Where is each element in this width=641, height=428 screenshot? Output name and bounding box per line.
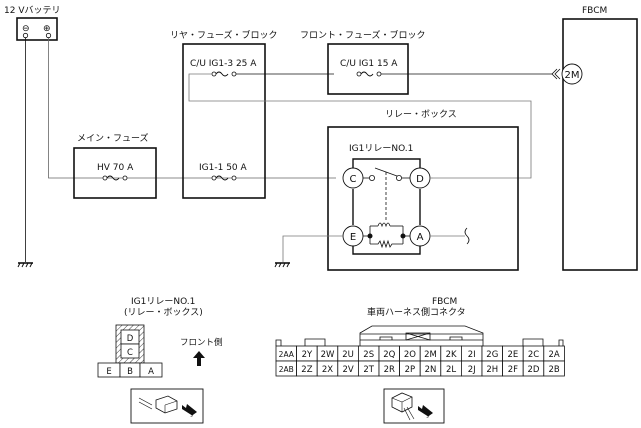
pin-a-label: A: [148, 367, 154, 377]
fbcm-pin-label: 2N: [425, 365, 437, 375]
relay-terminal-e-label: E: [350, 232, 356, 243]
fuse-icon: [356, 71, 382, 77]
pin-e-label: E: [106, 367, 111, 377]
fbcm-pin-label: 2V: [342, 365, 353, 375]
main-fuse-box: [73, 147, 157, 199]
relay-frame-bottom: [352, 246, 421, 255]
fbcm-pin-label: 2H: [486, 365, 498, 375]
relay-plug-icon: [138, 395, 197, 417]
relay-terminal-a-label: A: [417, 232, 424, 243]
fbcm-pin-label: 2Y: [302, 350, 313, 360]
fbcm-connector-housing: [275, 325, 564, 346]
front-fuse-block-title: フロント・フューズ・ブロック: [300, 29, 426, 41]
fbcm-pin-label: 2W: [321, 350, 335, 360]
fuse-icon: [211, 71, 237, 77]
rear-fuse-block-title: リヤ・フューズ・ブロック: [170, 29, 278, 41]
main-fuse-label: HV 70 A: [97, 163, 134, 173]
pin-a-cell: [139, 362, 163, 378]
pin-d-label: D: [127, 334, 134, 344]
fbcm-pin-label: 2L: [446, 365, 456, 375]
battery-pos-terminal: [45, 32, 52, 39]
battery-positive-icon: ⊕: [43, 24, 51, 34]
front-side-label: フロント側: [180, 337, 223, 348]
fbcm-view-title-2: 車両ハーネス側コネクタ: [367, 306, 466, 318]
switch-contact-right: [395, 174, 402, 181]
fbcm-pin-label: 2F: [508, 365, 518, 375]
fbcm-pin-label: 2X: [322, 365, 333, 375]
relay-terminal-c: [342, 167, 364, 189]
relay-view-title-1: IG1リレーNO.1: [131, 297, 195, 307]
fbcm-plug-icon: [391, 392, 433, 421]
fbcm-pin-label: 2S: [363, 350, 374, 360]
relay-box-title: リレー・ボックス: [385, 109, 457, 120]
battery-neg-terminal: [22, 32, 29, 39]
fbcm-pin-label: 2J: [468, 365, 476, 375]
fbcm-connector-illustration: [383, 388, 445, 424]
fbcm-terminal-circle: [561, 63, 583, 85]
fbcm-pin-cell: [543, 360, 565, 377]
fbcm-pin-label: 2R: [384, 365, 395, 375]
front-fuse-block-box: [327, 43, 409, 95]
fbcm-pin-label: 2Q: [383, 350, 395, 360]
relay-box: [327, 126, 519, 271]
fbcm-pin-label: 2E: [508, 350, 519, 360]
battery-label: 12 Vバッテリ: [4, 5, 60, 16]
relay-terminal-d-label: D: [416, 174, 424, 185]
fbcm-pin-label: 2P: [405, 365, 416, 375]
fbcm-terminal-label: 2M: [565, 70, 580, 81]
relay-name: IG1リレーNO.1: [349, 144, 413, 154]
relay-coil-icon: [369, 222, 404, 236]
ground-icon: [274, 262, 290, 268]
fbcm-pin-label: 2M: [424, 350, 437, 360]
fbcm-pin-label: 2K: [446, 350, 457, 360]
wire-relay-d-feed: [188, 73, 532, 179]
battery-negative-icon: ⊖: [22, 24, 30, 34]
fbcm-pin-label: 2AB: [279, 365, 294, 374]
relay-frame-top: [352, 158, 421, 168]
fbcm-pin-label: 2T: [363, 365, 374, 375]
connector-double-chevron-icon: [551, 68, 561, 80]
relay-view-title-2: (リレー・ボックス): [124, 307, 203, 318]
resistor-icon: [369, 236, 404, 249]
pin-c-cell: [120, 343, 140, 359]
fbcm-view-title-1: FBCM: [432, 297, 457, 307]
fbcm-pin-label: 2U: [342, 350, 354, 360]
wire-battery-pos: [48, 38, 336, 179]
switch-contact-left: [368, 174, 375, 181]
fbcm-pin-label: 2Z: [301, 365, 312, 375]
fbcm-pin-label: 2G: [486, 350, 498, 360]
fbcm-pin-label: 2B: [548, 365, 559, 375]
fbcm-pin-grid: 2AA 2Y 2W 2U 2S 2Q 2O 2M 2K 2I 2G 2E 2C 2A 2AB 2Z 2X 2V 2T…: [275, 345, 565, 377]
pin-c-label: C: [127, 348, 133, 358]
relay-terminal-c-label: C: [350, 174, 357, 185]
rear-fuse-block-box: [182, 43, 266, 199]
rear-fuse-label-2: IG1-1 50 A: [199, 163, 248, 173]
fbcm-box: [562, 18, 638, 271]
front-fuse-label: C/U IG1 15 A: [340, 59, 398, 69]
fbcm-pin-label: 2D: [528, 365, 540, 375]
rear-fuse-label-1: C/U IG1-3 25 A: [190, 59, 257, 69]
fbcm-pin-label: 2I: [468, 350, 476, 360]
fbcm-pin-label: 2AA: [279, 350, 295, 359]
pin-b-label: B: [127, 367, 133, 377]
fbcm-title: FBCM: [582, 6, 607, 16]
fbcm-pin-label: 2A: [548, 350, 559, 360]
arrow-up-icon: [193, 351, 205, 366]
fuse-icon: [102, 175, 128, 181]
wire-break-icon: [464, 227, 470, 245]
ground-icon: [17, 262, 33, 268]
fuse-icon: [211, 175, 237, 181]
wire-terminal-e-ground: [282, 235, 343, 262]
main-fuse-title: メイン・フューズ: [77, 132, 149, 144]
fbcm-pin-label: 2C: [528, 350, 539, 360]
fbcm-pin-label: 2O: [404, 350, 416, 360]
